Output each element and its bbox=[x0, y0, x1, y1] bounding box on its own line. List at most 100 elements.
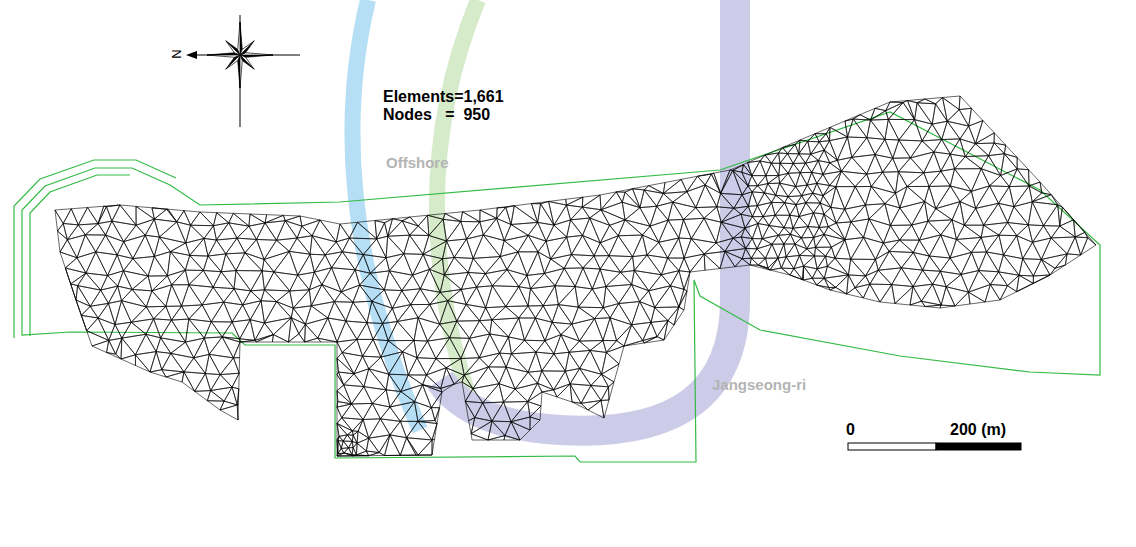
mesh-element bbox=[136, 206, 154, 219]
mesh-element bbox=[735, 259, 750, 267]
mesh-element bbox=[595, 308, 611, 319]
mesh-element bbox=[567, 220, 583, 237]
mesh-element bbox=[730, 165, 744, 171]
mesh-element bbox=[634, 271, 661, 291]
mesh-element bbox=[372, 403, 390, 418]
mesh-element bbox=[679, 258, 690, 272]
mesh-element bbox=[377, 236, 388, 258]
compass-star bbox=[238, 22, 240, 55]
breakwater-line bbox=[30, 175, 130, 336]
mesh-element bbox=[793, 154, 805, 164]
watermark-logo bbox=[352, 0, 735, 431]
mesh-element bbox=[530, 417, 540, 430]
mesh-element bbox=[397, 305, 418, 322]
mesh-element bbox=[555, 268, 575, 286]
mesh-element bbox=[984, 222, 1008, 235]
mesh-element bbox=[566, 197, 582, 207]
mesh-element bbox=[426, 359, 446, 375]
mesh-element bbox=[204, 322, 222, 338]
mesh-element bbox=[824, 275, 848, 287]
mesh-element bbox=[763, 215, 775, 225]
mesh-element bbox=[418, 408, 435, 422]
mesh-element bbox=[912, 221, 928, 240]
mesh-element bbox=[462, 382, 473, 401]
mesh-element bbox=[588, 400, 604, 418]
mesh-element bbox=[468, 272, 485, 287]
mesh-element bbox=[337, 423, 352, 434]
mesh-element bbox=[785, 197, 796, 205]
mesh-element bbox=[852, 155, 875, 174]
breakwater-line bbox=[14, 160, 176, 338]
mesh-element bbox=[943, 96, 961, 110]
mesh-element bbox=[764, 184, 775, 196]
mesh-element bbox=[457, 321, 480, 339]
mesh-element bbox=[388, 221, 410, 236]
mesh-element bbox=[681, 176, 697, 191]
mesh-element bbox=[220, 401, 237, 410]
mesh-element bbox=[402, 289, 421, 305]
mesh-element bbox=[716, 222, 733, 243]
mesh-element bbox=[78, 273, 101, 290]
mesh-element bbox=[836, 187, 855, 210]
mesh-element bbox=[185, 255, 203, 270]
mesh-element bbox=[557, 384, 572, 402]
mesh-element bbox=[594, 243, 609, 256]
mesh-element bbox=[186, 225, 204, 243]
mesh-element bbox=[470, 321, 490, 339]
mesh-element bbox=[314, 255, 331, 272]
mesh-element bbox=[580, 340, 603, 350]
mesh-element bbox=[704, 251, 725, 268]
mesh-element bbox=[255, 323, 274, 340]
mesh-element bbox=[871, 186, 895, 203]
mesh-element bbox=[793, 227, 808, 238]
mesh-element bbox=[830, 287, 847, 294]
mesh-element bbox=[790, 269, 802, 280]
mesh-element bbox=[346, 321, 367, 339]
mesh-element bbox=[936, 98, 948, 122]
scale-label: 200 (m) bbox=[950, 421, 1006, 439]
mesh-element bbox=[1008, 207, 1029, 225]
mesh-element bbox=[910, 152, 933, 173]
mesh-element bbox=[55, 210, 63, 231]
mesh-element bbox=[337, 453, 353, 456]
mesh-element bbox=[392, 291, 410, 309]
mesh-element bbox=[955, 292, 970, 306]
mesh-element bbox=[444, 257, 468, 275]
mesh-element bbox=[542, 390, 557, 397]
mesh-element bbox=[243, 291, 261, 305]
mesh-element bbox=[78, 286, 101, 307]
mesh-element bbox=[445, 212, 463, 222]
mesh-element bbox=[355, 255, 370, 274]
mesh-element bbox=[571, 235, 594, 255]
mesh-element bbox=[469, 418, 475, 434]
mesh-element bbox=[758, 217, 769, 226]
scale-segment bbox=[848, 443, 936, 450]
mesh-element bbox=[705, 174, 720, 193]
mesh-element bbox=[746, 239, 757, 249]
mesh-element bbox=[808, 134, 819, 142]
mesh-element bbox=[265, 215, 283, 223]
mesh-element bbox=[867, 172, 883, 186]
mesh-element bbox=[497, 207, 506, 218]
mesh-element bbox=[311, 302, 334, 318]
mesh-element bbox=[711, 173, 720, 193]
mesh-element bbox=[86, 252, 108, 276]
mesh-element bbox=[531, 273, 556, 288]
mesh-element bbox=[601, 192, 622, 210]
mesh-element bbox=[788, 173, 800, 187]
mesh-element bbox=[790, 215, 799, 228]
mesh-element bbox=[211, 322, 232, 337]
mesh-element bbox=[205, 374, 220, 391]
mesh-element bbox=[924, 171, 941, 186]
mesh-element bbox=[684, 239, 704, 258]
mesh-element bbox=[154, 209, 176, 222]
mesh-element bbox=[800, 163, 812, 173]
mesh-element bbox=[477, 274, 493, 287]
mesh-element bbox=[875, 139, 893, 158]
mesh-element bbox=[1085, 232, 1096, 245]
mesh-element bbox=[328, 318, 346, 342]
mesh-element bbox=[805, 161, 818, 173]
mesh-element bbox=[429, 269, 444, 292]
mesh-element bbox=[337, 385, 352, 404]
mesh-element bbox=[414, 402, 431, 422]
